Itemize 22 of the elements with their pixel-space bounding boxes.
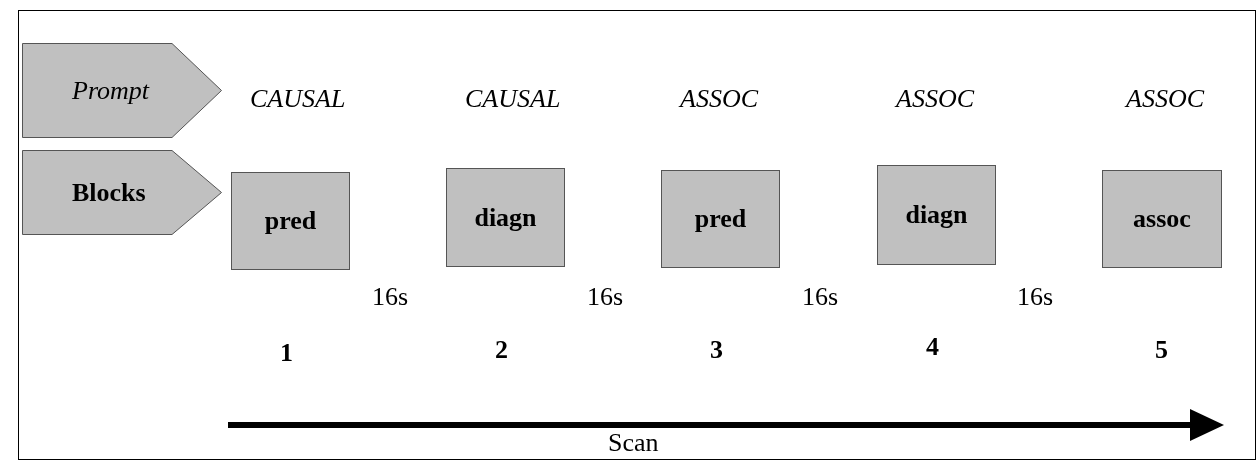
block-number: 5: [1155, 335, 1168, 365]
duration-label: 16s: [802, 282, 839, 312]
duration-label: 16s: [1017, 282, 1054, 312]
block-number: 4: [926, 332, 939, 362]
block-box: assoc: [1102, 170, 1222, 268]
axis-label: Scan: [608, 428, 659, 458]
prompt-type: CAUSAL: [465, 84, 561, 114]
block-number: 3: [710, 335, 723, 365]
duration-label: 16s: [372, 282, 409, 312]
prompt-type: ASSOC: [680, 84, 758, 114]
prompt-type: ASSOC: [1126, 84, 1204, 114]
block-box: diagn: [877, 165, 996, 265]
block-number: 2: [495, 335, 508, 365]
pentagon-tag: Prompt: [22, 43, 222, 138]
block-number: 1: [280, 338, 293, 368]
pentagon-tag: Blocks: [22, 150, 222, 235]
prompt-type: CAUSAL: [250, 84, 346, 114]
block-box: pred: [231, 172, 350, 270]
block-box: diagn: [446, 168, 565, 267]
duration-label: 16s: [587, 282, 624, 312]
prompt-type: ASSOC: [896, 84, 974, 114]
block-box: pred: [661, 170, 780, 268]
